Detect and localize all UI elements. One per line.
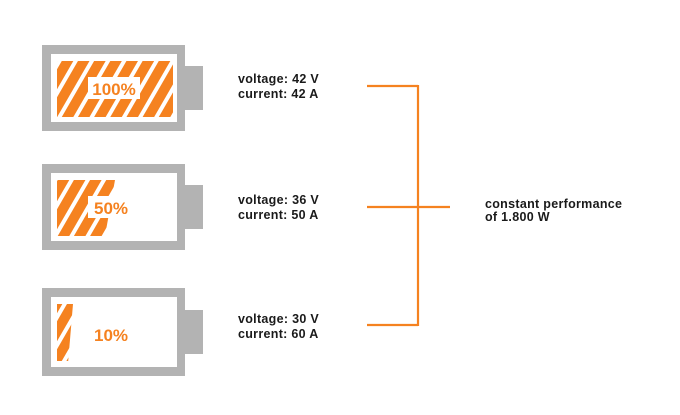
- current-text: current: 60 A: [238, 326, 319, 341]
- battery-terminal: [185, 66, 203, 110]
- battery-1-specs: voltage: 42 V current: 42 A: [238, 72, 319, 101]
- result-text: constant performance of 1.800 W: [485, 198, 622, 223]
- battery-charge-fill: [57, 304, 73, 361]
- label-cutout: [88, 196, 134, 218]
- battery-charge-label: 100%: [92, 80, 135, 99]
- result-line-2: of 1.800 W: [485, 209, 550, 224]
- connector-bracket: [367, 84, 450, 327]
- current-text: current: 50 A: [238, 207, 319, 222]
- battery-2-specs: voltage: 36 V current: 50 A: [238, 193, 319, 222]
- label-cutout: [88, 77, 140, 99]
- current-text: current: 42 A: [238, 86, 319, 101]
- voltage-text: voltage: 30 V: [238, 312, 320, 326]
- voltage-text: voltage: 36 V: [238, 193, 320, 207]
- battery-charge-label: 50%: [94, 199, 128, 218]
- battery-10: 10%: [42, 288, 203, 376]
- battery-3-specs: voltage: 30 V current: 60 A: [238, 312, 319, 341]
- battery-terminal: [185, 310, 203, 354]
- battery-terminal: [185, 185, 203, 229]
- battery-charge-fill: [57, 180, 115, 236]
- result-line-1: constant performance: [485, 197, 623, 211]
- battery-100: 100%: [42, 45, 203, 131]
- battery-50: 50%: [42, 164, 203, 250]
- voltage-text: voltage: 42 V: [238, 72, 320, 86]
- battery-charge-label: 10%: [94, 326, 128, 345]
